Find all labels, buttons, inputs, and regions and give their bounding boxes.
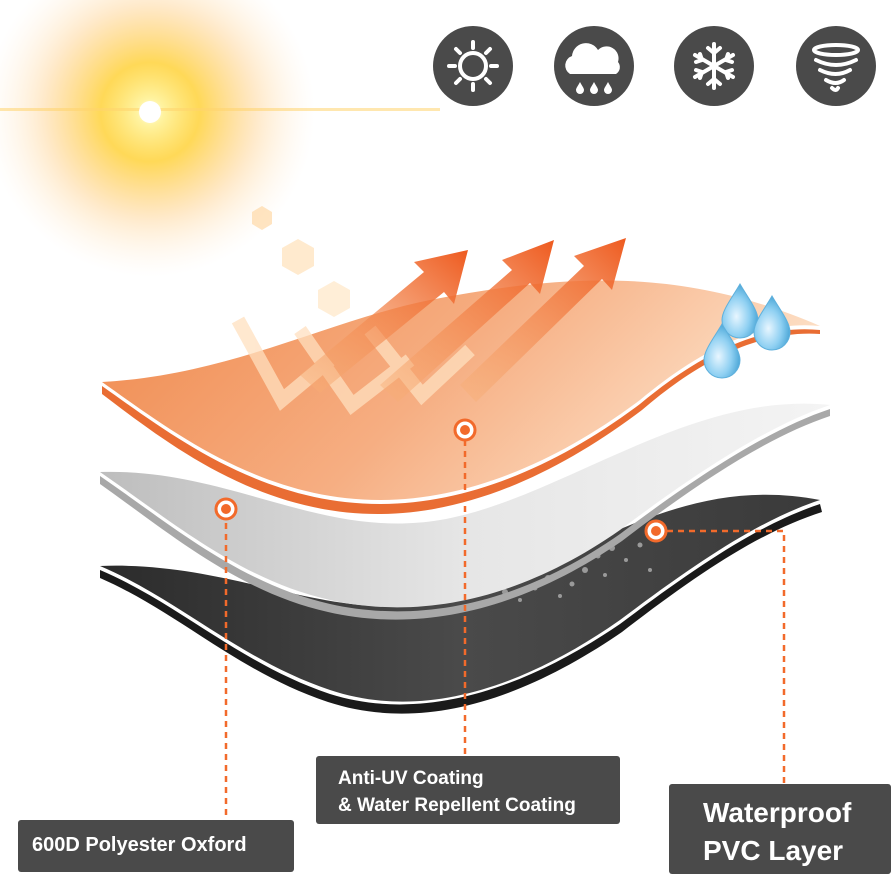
sun-icon: [433, 26, 513, 106]
tornado-icon: [796, 26, 876, 106]
callout-leaders: [224, 440, 786, 820]
polyester-layer: [100, 403, 830, 608]
pvc-text-line1: Waterproof: [703, 797, 852, 828]
polyester-oxford-text: 600D Polyester Oxford: [32, 834, 247, 856]
callout-dots: [214, 418, 668, 543]
sun-glow: [0, 0, 440, 277]
uv-deflection-arrows: [300, 238, 626, 402]
snowflake-icon: [674, 26, 754, 106]
pvc-layer-label: Waterproof PVC Layer: [669, 784, 891, 874]
anti-uv-coating-label: Anti-UV Coating & Water Repellent Coatin…: [316, 756, 620, 824]
anti-uv-layer: [102, 280, 820, 500]
light-particles: [252, 206, 350, 317]
anti-uv-text-line2: & Water Repellent Coating: [338, 795, 576, 816]
pvc-text-line2: PVC Layer: [703, 835, 844, 866]
water-drops: [703, 282, 791, 379]
rain-cloud-icon: [554, 26, 634, 106]
anti-uv-text-line1: Anti-UV Coating: [338, 768, 484, 789]
polyester-oxford-label: 600D Polyester Oxford: [18, 820, 294, 872]
